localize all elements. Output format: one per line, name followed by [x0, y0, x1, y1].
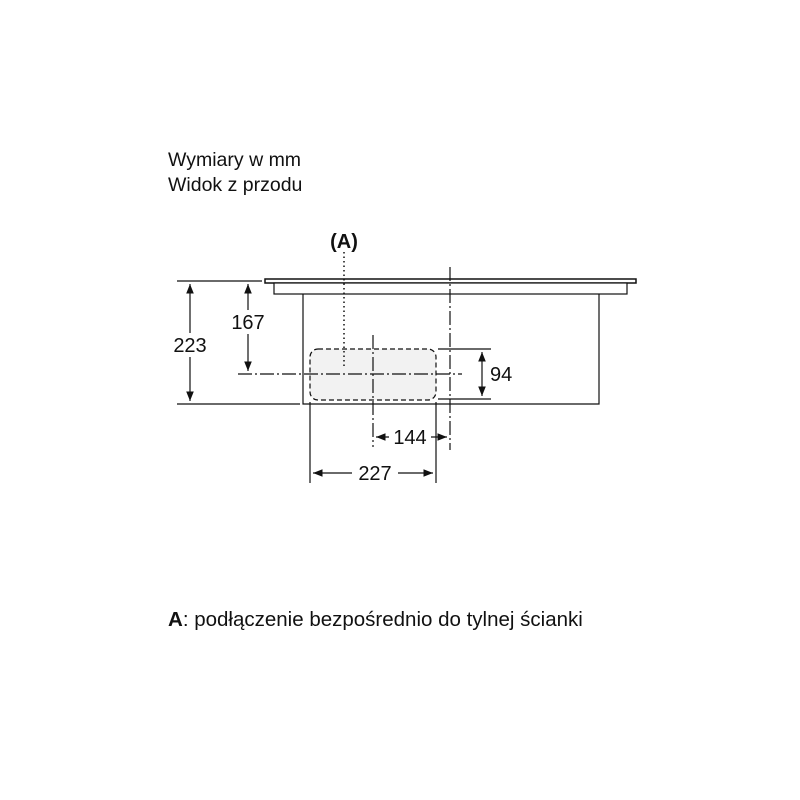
dim-223-label: 223: [173, 335, 206, 357]
dim-94-label: 94: [490, 364, 512, 386]
legend-text: : podłączenie bezpośrednio do tylnej ści…: [182, 608, 583, 631]
dim-144-label: 144: [393, 427, 426, 449]
dim-167-label: 167: [231, 312, 264, 334]
callout-a-label: (A): [330, 231, 358, 253]
dim-227-label: 227: [358, 463, 391, 485]
header-units: Wymiary w mm: [168, 149, 302, 171]
hob-body: [302, 294, 600, 405]
legend-key: A: [168, 608, 183, 631]
footer-legend: A: podłączenie bezpośrednio do tylnej śc…: [168, 608, 583, 632]
header-view: Widok z przodu: [168, 174, 303, 196]
